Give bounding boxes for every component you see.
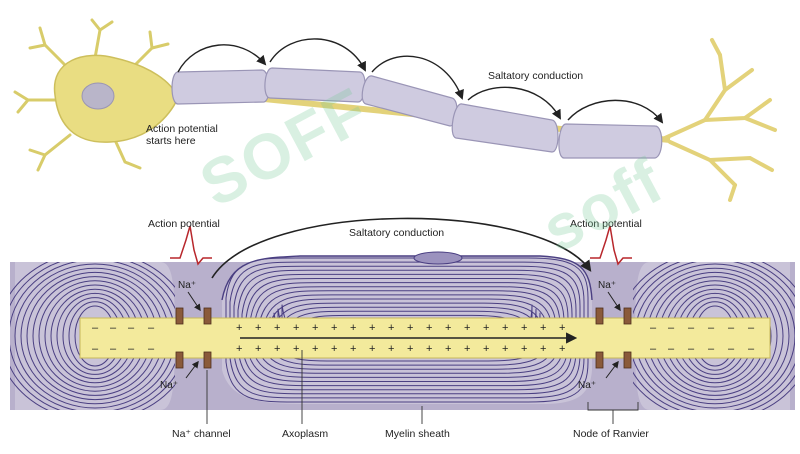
svg-text:+: + [350, 322, 356, 334]
label-na-top-right: Na⁺ [598, 280, 617, 291]
svg-text:+: + [369, 322, 375, 334]
svg-text:+: + [407, 343, 413, 355]
label-ap-left: Action potential [148, 218, 220, 230]
svg-text:–: – [110, 343, 117, 355]
svg-text:+: + [236, 322, 242, 334]
label-ap-right: Action potential [570, 218, 642, 230]
svg-text:+: + [559, 343, 565, 355]
svg-text:+: + [293, 322, 299, 334]
myelin-segments-top [171, 67, 663, 159]
svg-text:–: – [148, 322, 155, 334]
svg-text:+: + [331, 343, 337, 355]
svg-text:+: + [521, 343, 527, 355]
svg-text:–: – [728, 343, 735, 355]
svg-text:+: + [464, 343, 470, 355]
svg-text:+: + [255, 343, 261, 355]
svg-text:+: + [236, 343, 242, 355]
label-saltatory-top: Saltatory conduction [488, 70, 584, 82]
na-arrows [185, 291, 621, 379]
svg-text:–: – [92, 343, 99, 355]
svg-text:+: + [369, 343, 375, 355]
label-ap-starts-2: starts here [146, 135, 196, 147]
svg-text:–: – [688, 322, 695, 334]
svg-text:+: + [426, 322, 432, 334]
label-saltatory-mid: Saltatory conduction [349, 227, 445, 239]
svg-text:–: – [708, 322, 715, 334]
svg-text:+: + [502, 322, 508, 334]
svg-text:–: – [110, 322, 117, 334]
label-node-of-ranvier: Node of Ranvier [573, 428, 649, 440]
label-myelin-sheath: Myelin sheath [385, 428, 450, 440]
svg-text:+: + [407, 322, 413, 334]
label-ap-starts: Action potential [146, 123, 218, 135]
svg-text:–: – [650, 322, 657, 334]
svg-text:–: – [728, 322, 735, 334]
svg-text:+: + [388, 343, 394, 355]
label-na-bottom-right: Na⁺ [578, 380, 597, 391]
svg-text:+: + [540, 322, 546, 334]
svg-text:–: – [128, 322, 135, 334]
svg-text:–: – [748, 322, 755, 334]
svg-text:+: + [293, 343, 299, 355]
svg-text:–: – [668, 343, 675, 355]
label-na-top-left: Na⁺ [178, 280, 197, 291]
svg-text:+: + [483, 322, 489, 334]
svg-text:+: + [312, 343, 318, 355]
dendrites [13, 18, 170, 172]
nucleus [81, 82, 115, 110]
svg-text:+: + [331, 322, 337, 334]
membrane-charges: ––––––––––––––––––––++++++++++++++++++++… [92, 322, 755, 355]
svg-text:–: – [748, 343, 755, 355]
jump-arrows-top [177, 38, 664, 124]
svg-text:–: – [650, 343, 657, 355]
leader-lines [206, 350, 639, 424]
svg-text:+: + [312, 322, 318, 334]
neuron-top [13, 18, 777, 202]
schwann-nucleus [413, 251, 463, 265]
label-na-bottom-left: Na⁺ [160, 380, 179, 391]
svg-text:+: + [559, 322, 565, 334]
label-na-channel: Na⁺ channel [172, 428, 231, 440]
svg-text:–: – [92, 322, 99, 334]
svg-text:+: + [350, 343, 356, 355]
svg-text:+: + [483, 343, 489, 355]
svg-text:+: + [464, 322, 470, 334]
svg-text:+: + [445, 343, 451, 355]
svg-text:–: – [148, 343, 155, 355]
svg-text:+: + [445, 322, 451, 334]
na-channels [175, 307, 632, 369]
saltatory-arrow [211, 217, 592, 279]
svg-text:+: + [426, 343, 432, 355]
cross-section: ––––––––––––––––––––++++++++++++++++++++… [10, 217, 795, 424]
svg-text:–: – [708, 343, 715, 355]
svg-text:+: + [274, 322, 280, 334]
svg-text:–: – [668, 322, 675, 334]
axon-terminals [663, 38, 777, 202]
label-axoplasm: Axoplasm [282, 428, 329, 440]
svg-text:–: – [688, 343, 695, 355]
svg-text:+: + [388, 322, 394, 334]
svg-text:+: + [255, 322, 261, 334]
svg-text:+: + [540, 343, 546, 355]
svg-text:+: + [274, 343, 280, 355]
svg-text:+: + [521, 322, 527, 334]
ap-spike-left [170, 225, 212, 266]
svg-text:–: – [128, 343, 135, 355]
svg-text:+: + [502, 343, 508, 355]
ap-spike-right [590, 225, 632, 266]
